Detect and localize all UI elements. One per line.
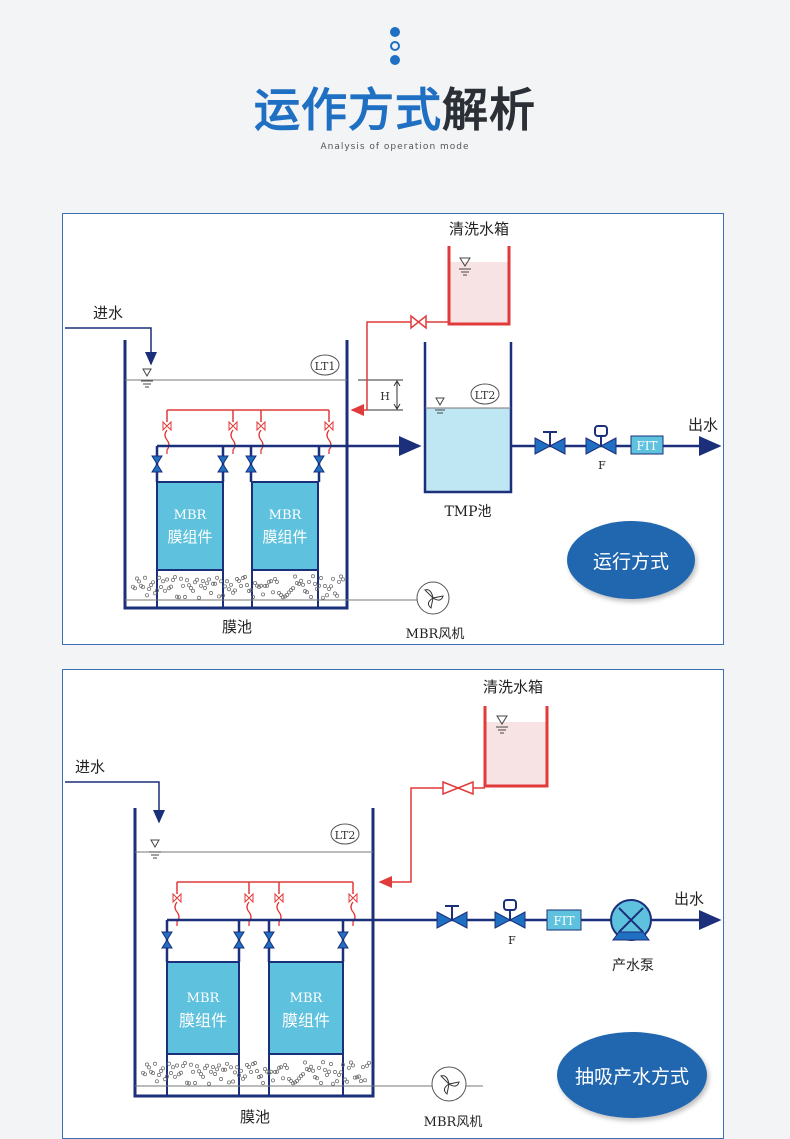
- clean-tank: [447, 246, 511, 326]
- blower-1-label: MBR风机: [406, 627, 465, 642]
- mode-badge-running: 运行方式: [567, 521, 695, 599]
- level-sensor-label: LT2: [335, 829, 356, 842]
- clean-tank-water: [485, 722, 547, 786]
- suction-mode-svg: 清洗水箱 进水 LT2 MBR 膜组件 MBR 膜组件 MBR风机 膜池 F F…: [65, 678, 722, 1130]
- svg-text:MBR: MBR: [187, 991, 221, 1006]
- svg-text:MBR: MBR: [290, 991, 324, 1006]
- level-sensor-2: [470, 383, 500, 405]
- svg-text:膜组件: 膜组件: [167, 528, 212, 546]
- tmp-tank-label: TMP池: [444, 504, 491, 520]
- membrane-tank-label: 膜池: [222, 618, 252, 636]
- inlet-label: 进水: [93, 304, 123, 322]
- svg-text:膜组件: 膜组件: [179, 1011, 227, 1030]
- outlet-label: 出水: [674, 890, 704, 908]
- aeration-bubbles: [141, 1060, 371, 1086]
- backwash-valve: [410, 314, 427, 330]
- mode-badge-suction: 抽吸产水方式: [557, 1032, 707, 1118]
- membrane-module-1: [156, 481, 224, 571]
- backwash-valve: [442, 780, 474, 796]
- backwash-line: [378, 787, 485, 888]
- valve-f-label: F: [598, 459, 606, 472]
- outlet-label: 出水: [688, 416, 718, 434]
- membrane-module-1: [166, 961, 240, 1055]
- running-mode-svg: 清洗水箱 进水 LT1 H MBR 膜组件 MBR 膜组件 MBR风机 膜池 L…: [65, 220, 722, 642]
- product-pump-label: 产水泵: [612, 958, 654, 974]
- flow-meter: [630, 435, 664, 455]
- clean-tank-label: 清洗水箱: [449, 220, 509, 238]
- tmp-tank-water: [425, 408, 511, 492]
- height-label: H: [380, 390, 390, 403]
- inlet-label: 进水: [75, 758, 105, 776]
- blower-label: MBR风机: [424, 1115, 483, 1130]
- page-subtitle: Analysis of operation mode: [320, 142, 470, 152]
- title-blue: 运作方式: [254, 83, 442, 137]
- backwash-line: [350, 321, 449, 416]
- svg-text:MBR: MBR: [269, 508, 303, 523]
- inlet-pipe: [65, 327, 157, 366]
- title-dark: 解析: [442, 83, 536, 137]
- page-title: 运作方式解析: [0, 82, 790, 138]
- aeration-bubbles: [131, 574, 345, 600]
- svg-text:膜组件: 膜组件: [282, 1011, 330, 1030]
- flow-meter-label: FIT: [553, 914, 574, 928]
- flow-meter-label: FIT: [636, 439, 657, 453]
- clean-tank-water: [449, 262, 509, 324]
- level-sensor-2-label: LT2: [475, 389, 496, 402]
- svg-text:MBR: MBR: [174, 508, 208, 523]
- flow-meter: [546, 909, 582, 931]
- suction-mode-diagram: 清洗水箱 进水 LT2 MBR 膜组件 MBR 膜组件 MBR风机 膜池 F F…: [62, 669, 724, 1139]
- level-sensor: [330, 823, 360, 845]
- valve-f-label: F: [508, 934, 516, 947]
- clean-tank: [483, 706, 549, 788]
- membrane-module-2: [251, 481, 319, 571]
- level-sensor-1-label: LT1: [315, 360, 336, 373]
- membrane-tank: [123, 340, 349, 610]
- running-mode-diagram: 清洗水箱 进水 LT1 H MBR 膜组件 MBR 膜组件 MBR风机 膜池 L…: [62, 213, 724, 645]
- membrane-module-2: [268, 961, 344, 1055]
- svg-text:膜组件: 膜组件: [262, 528, 307, 546]
- membrane-tank-label: 膜池: [240, 1108, 270, 1126]
- tmp-tank: [423, 342, 513, 494]
- membrane-tank: [133, 808, 375, 1098]
- inlet-pipe: [65, 781, 165, 824]
- level-sensor-1: [310, 354, 340, 376]
- clean-tank-label: 清洗水箱: [483, 678, 543, 696]
- section-dots: [389, 27, 401, 69]
